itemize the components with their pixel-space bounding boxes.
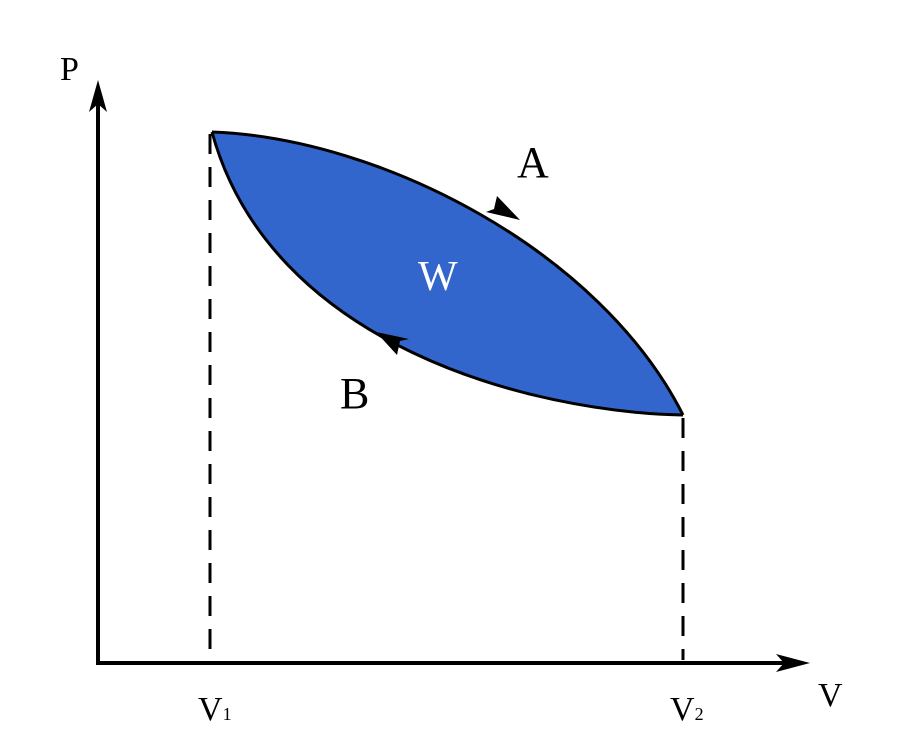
tick-v2-main: V	[670, 691, 695, 728]
y-axis-label: P	[60, 51, 79, 88]
y-axis-arrow-icon	[89, 80, 107, 112]
work-label: W	[418, 254, 458, 300]
path-b-arrow-icon	[376, 332, 409, 355]
path-a-label: A	[517, 138, 549, 187]
path-a-arrow-icon	[486, 196, 520, 220]
tick-v1-sub: 1	[223, 704, 232, 724]
x-axis-arrow-icon	[776, 654, 810, 672]
tick-v2: V2	[670, 691, 704, 728]
work-area	[212, 132, 683, 415]
tick-v2-sub: 2	[695, 704, 704, 724]
path-b-curve	[210, 131, 684, 417]
x-axis-label: V	[818, 677, 843, 714]
path-b-label: B	[340, 369, 369, 418]
tick-v1: V1	[198, 691, 232, 728]
path-a-curve	[211, 130, 685, 416]
tick-v1-main: V	[198, 691, 223, 728]
